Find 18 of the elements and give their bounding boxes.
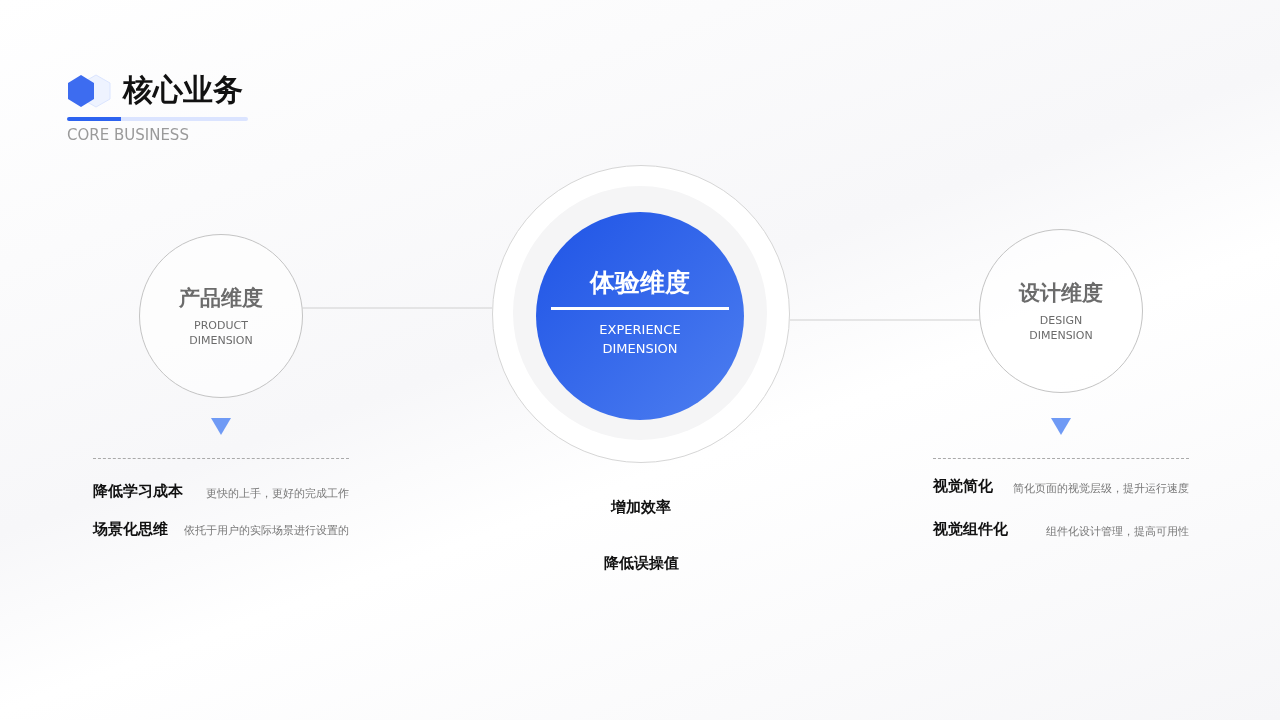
circle-subtitle: DESIGN DIMENSION bbox=[1028, 313, 1094, 343]
circle-heading: 体验维度 bbox=[590, 267, 690, 299]
item-description: 简化页面的视觉层级，提升运行速度 bbox=[1013, 481, 1189, 496]
item-heading: 降低误操值 bbox=[603, 554, 679, 573]
item-description: 依托于用户的实际场景进行设置的 bbox=[184, 523, 349, 538]
circle-subtitle: PRODUCT DIMENSION bbox=[188, 318, 254, 348]
item-description: 更快的上手，更好的完成工作 bbox=[206, 486, 349, 501]
item-description: 组件化设计管理，提高可用性 bbox=[1046, 524, 1189, 539]
circle-heading: 设计维度 bbox=[1019, 280, 1103, 307]
circle-heading: 产品维度 bbox=[179, 285, 263, 312]
circle-subtitle: EXPERIENCE DIMENSION bbox=[598, 321, 682, 358]
item-heading: 视觉简化 bbox=[933, 477, 993, 496]
item-heading: 降低学习成本 bbox=[93, 482, 183, 501]
page-title: 核心业务 bbox=[123, 71, 243, 109]
subtitle: CORE BUSINESS bbox=[67, 126, 189, 144]
item-heading: 场景化思维 bbox=[93, 520, 168, 539]
item-heading: 视觉组件化 bbox=[933, 520, 1008, 539]
item-heading: 增加效率 bbox=[611, 498, 671, 517]
